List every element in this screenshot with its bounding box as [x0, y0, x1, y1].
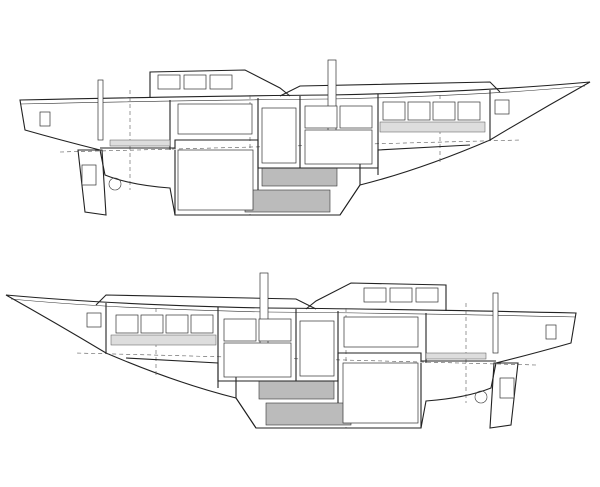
- profile-view-bottom: [5, 272, 577, 429]
- profile-view-top: [19, 59, 591, 216]
